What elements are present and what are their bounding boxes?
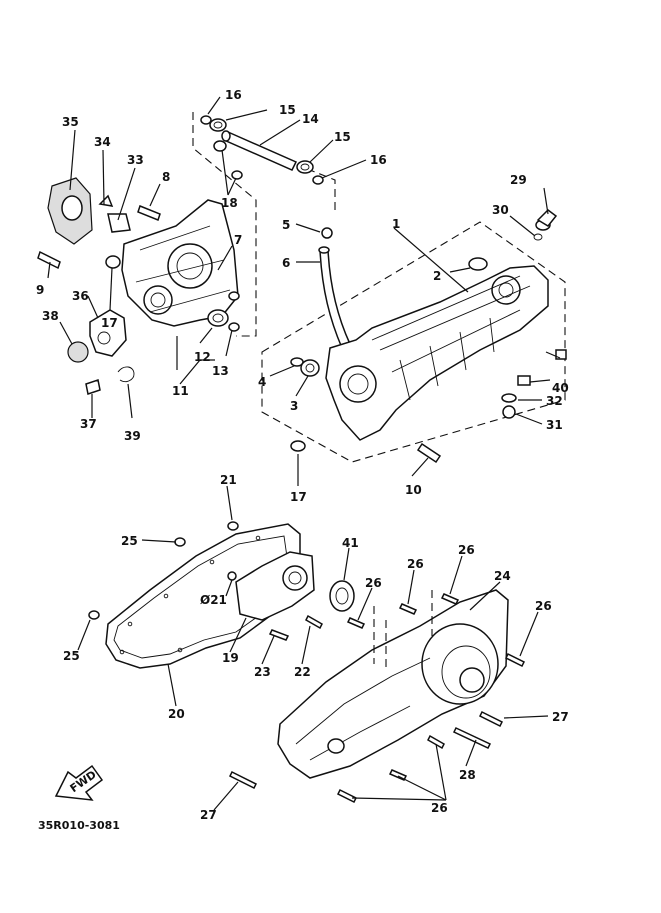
callout-26c: 26 [458, 543, 475, 557]
callout-8: 8 [162, 170, 170, 184]
callout-21b: Ø21 [200, 593, 227, 607]
callout-36: 36 [72, 289, 89, 303]
bracket [235, 551, 315, 621]
callout-13: 13 [212, 364, 229, 378]
crankcase-right-cover [37, 194, 240, 332]
callout-39: 39 [124, 429, 141, 443]
dowel-pins [88, 521, 239, 620]
callout-26b: 26 [407, 557, 424, 571]
callout-29: 29 [510, 173, 527, 187]
callout-labels: 1 2 3 4 5 6 7 8 9 10 11 12 13 14 15 15 1… [36, 88, 569, 822]
breather-hose [318, 227, 351, 350]
callout-41: 41 [342, 536, 359, 550]
callout-27b: 27 [200, 808, 217, 822]
callout-17b: 17 [290, 490, 307, 504]
shaft-assembly [192, 112, 336, 337]
cover-plate [47, 177, 93, 245]
callout-2: 2 [433, 269, 441, 283]
callout-7: 7 [234, 233, 242, 247]
upper-leader-lines [47, 96, 561, 486]
callout-10: 10 [405, 483, 422, 497]
callout-34: 34 [94, 135, 111, 149]
callout-16b: 16 [370, 153, 387, 167]
callout-30: 30 [492, 203, 509, 217]
callout-16a: 16 [225, 88, 242, 102]
callout-25b: 25 [63, 649, 80, 663]
callout-21a: 21 [220, 473, 237, 487]
callout-20: 20 [168, 707, 185, 721]
callout-26a: 26 [365, 576, 382, 590]
callout-9: 9 [36, 283, 44, 297]
crankcase-left [290, 209, 567, 464]
callout-33: 33 [127, 153, 144, 167]
callout-3: 3 [290, 399, 298, 413]
callout-12: 12 [194, 350, 211, 364]
callout-37: 37 [80, 417, 97, 431]
callout-28: 28 [459, 768, 476, 782]
crankcase-cover [277, 589, 509, 779]
callout-18: 18 [221, 196, 238, 210]
fwd-arrow-icon: FWD [54, 764, 104, 801]
callout-5: 5 [282, 218, 290, 232]
callout-4: 4 [258, 375, 266, 389]
callout-26d: 26 [535, 599, 552, 613]
callout-40: 40 [552, 381, 569, 395]
callout-31: 31 [546, 418, 563, 432]
diagram-code: 35R010-3081 [38, 819, 120, 832]
callout-26e: 26 [431, 801, 448, 815]
callout-35: 35 [62, 115, 79, 129]
callout-27a: 27 [552, 710, 569, 724]
callout-1: 1 [392, 217, 400, 231]
callout-38: 38 [42, 309, 59, 323]
callout-24: 24 [494, 569, 511, 583]
callout-32: 32 [546, 394, 563, 408]
callout-11: 11 [172, 384, 189, 398]
callout-17a: 17 [101, 316, 118, 330]
callout-23: 23 [254, 665, 271, 679]
lower-leader-lines [77, 485, 549, 811]
callout-15b: 15 [334, 130, 351, 144]
callout-15a: 15 [279, 103, 296, 117]
callout-22: 22 [294, 665, 311, 679]
callout-19: 19 [222, 651, 239, 665]
callout-6: 6 [282, 256, 290, 270]
lower-bolts [228, 593, 526, 804]
small-parts-left [67, 309, 135, 395]
callout-25a: 25 [121, 534, 138, 548]
callout-14: 14 [302, 112, 319, 126]
crankcase-dashed-box [261, 221, 566, 463]
bearing [329, 580, 355, 612]
